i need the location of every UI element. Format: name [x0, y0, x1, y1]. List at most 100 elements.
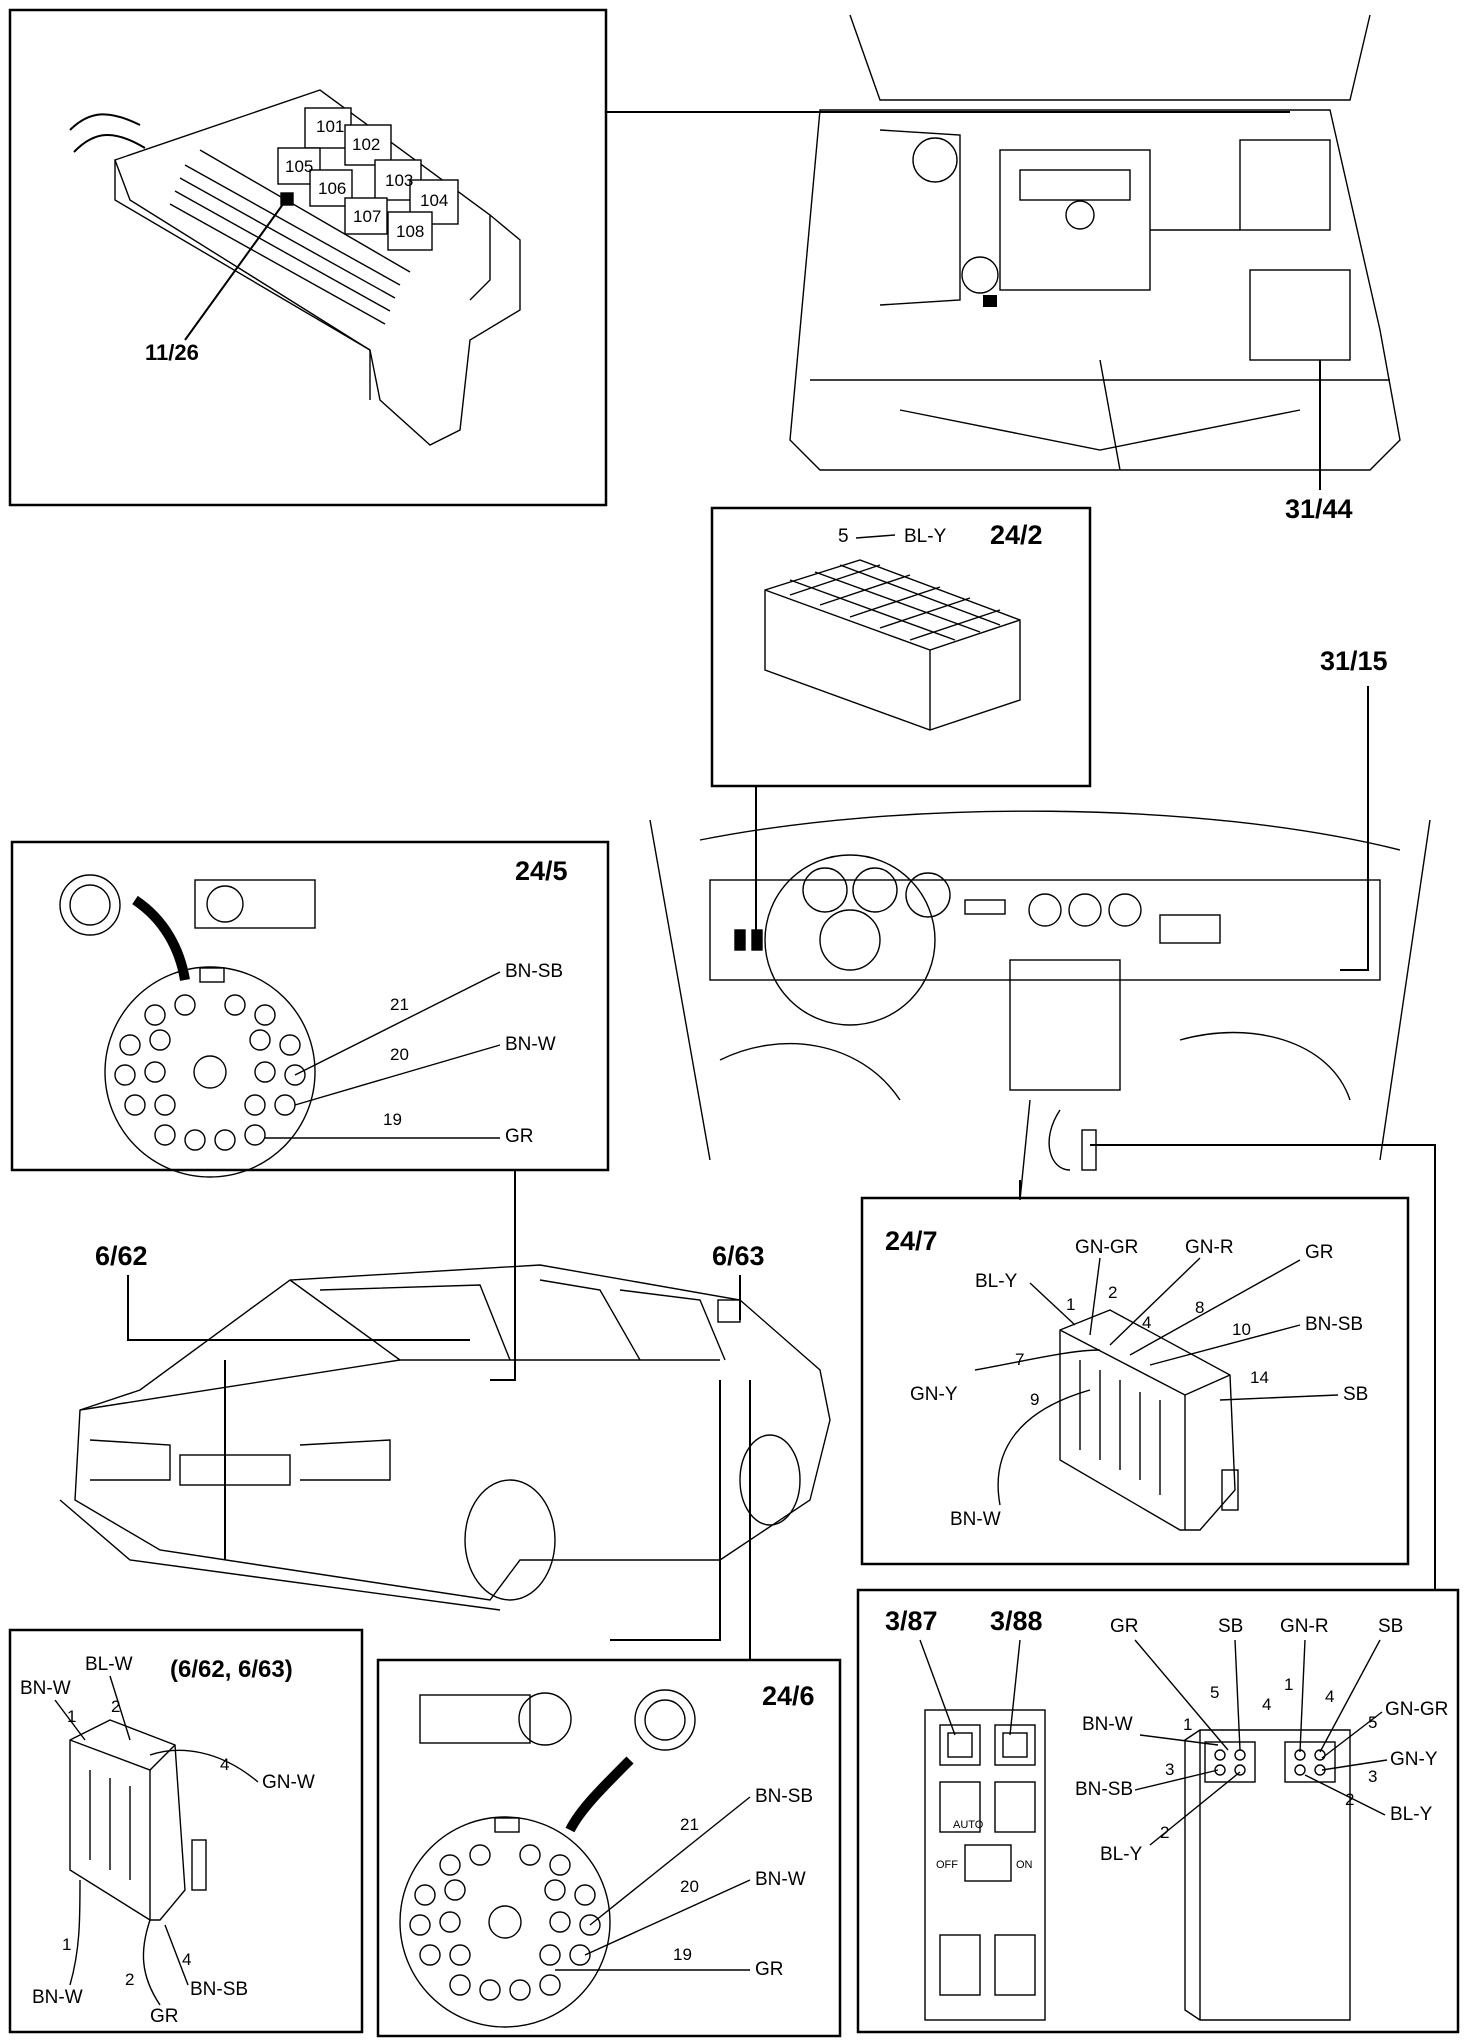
relay-label: 105 — [285, 157, 313, 176]
conn-24-5-ref: 24/5 — [515, 856, 568, 886]
pin-number: 2 — [1345, 1790, 1354, 1809]
pin-number: 2 — [111, 1697, 120, 1716]
wire-color: BN-SB — [755, 1786, 813, 1807]
conn-24-7-ref: 24/7 — [885, 1226, 938, 1256]
pin-number: 5 — [1368, 1713, 1377, 1732]
pin-number: 1 — [1284, 1675, 1293, 1694]
pin-number: 21 — [390, 995, 409, 1014]
conn-24-6-frame — [376, 1658, 842, 2038]
switch-right-ref: 3/88 — [990, 1606, 1043, 1636]
pin-number: 14 — [1250, 1368, 1269, 1387]
conn-24-5-panel: 24/5 BN-SB 21 BN-W 20 GR 19 — [10, 840, 610, 1178]
wire-color: BN-SB — [505, 961, 563, 982]
wire-color: BN-SB — [1075, 1779, 1133, 1800]
pin-holes — [409, 1844, 601, 2001]
pin-number: 5 — [1210, 1683, 1219, 1702]
pin-number: 7 — [1015, 1350, 1024, 1369]
pin-number: 2 — [1108, 1283, 1117, 1302]
auto-label: AUTO — [953, 1819, 984, 1831]
relay-label: 107 — [353, 207, 381, 226]
pin-number: 8 — [1195, 1298, 1204, 1317]
fusebox-ref: 11/26 — [145, 340, 199, 365]
wire-color: GR — [1305, 1242, 1334, 1263]
relay-label: 103 — [385, 171, 413, 190]
mirror-conn-ref: (6/62, 6/63) — [170, 1656, 293, 1683]
wire-color: BN-SB — [1305, 1314, 1363, 1335]
wire-color: BL-Y — [975, 1271, 1018, 1292]
pin-holes — [114, 994, 306, 1151]
wire-color: GN-W — [262, 1772, 315, 1793]
pin-number: 1 — [1183, 1715, 1192, 1734]
wire-color: GN-R — [1185, 1237, 1234, 1258]
relay-label: 101 — [316, 117, 344, 136]
conn-24-2-frame — [710, 506, 1092, 788]
wire-color: BN-SB — [190, 1979, 248, 2000]
pin-number: 3 — [1368, 1767, 1377, 1786]
pin-number: 1 — [62, 1935, 71, 1954]
switch-left-ref: 3/87 — [885, 1606, 938, 1636]
wire-color: GR — [150, 2006, 179, 2027]
relay-label: 104 — [420, 191, 448, 210]
car-body — [59, 1264, 831, 1611]
relay-label: 102 — [352, 135, 380, 154]
pin-number: 20 — [680, 1877, 699, 1896]
car-left-ref: 6/62 — [95, 1241, 148, 1271]
pin-number: 4 — [1262, 1695, 1271, 1714]
pin-number: 1 — [67, 1707, 76, 1726]
pin-number: 20 — [390, 1045, 409, 1064]
wire-color: BN-W — [20, 1678, 71, 1699]
wire-color: BN-W — [505, 1034, 556, 1055]
engine-bay: 31/44 — [789, 14, 1401, 524]
pin-number: 4 — [220, 1755, 229, 1774]
wire-color: GN-GR — [1385, 1699, 1448, 1720]
wire-color: GN-Y — [1390, 1749, 1438, 1770]
pin-number: 5 — [838, 526, 849, 547]
wire-color: BN-W — [950, 1509, 1001, 1530]
off-label: OFF — [936, 1859, 958, 1871]
connector-face — [399, 1816, 611, 2028]
wire-color: GN-GR — [1075, 1237, 1138, 1258]
wire-color: BL-W — [85, 1654, 133, 1675]
dash-ref: 31/15 — [1320, 646, 1388, 676]
pin-number: 9 — [1030, 1390, 1039, 1409]
wire-color: GN-R — [1280, 1616, 1329, 1637]
wire-color: BN-W — [32, 1987, 83, 2008]
pin-number: 3 — [1165, 1760, 1174, 1779]
relays: 101 102 103 104 105 106 107 108 — [277, 107, 459, 251]
conn-24-7-frame — [860, 1196, 1410, 1566]
connector-face — [104, 966, 316, 1178]
fuse-rows — [169, 149, 411, 325]
pin-number: 10 — [1232, 1320, 1251, 1339]
wire-color: GR — [755, 1959, 784, 1980]
mirror-conn-panel: (6/62, 6/63) BN-W 1 BL-W 2 GN-W 4 BN-W 1… — [8, 1628, 364, 2034]
wire-color: GN-Y — [910, 1384, 958, 1405]
pin-number: 4 — [1325, 1687, 1334, 1706]
interior-dashboard — [649, 810, 1431, 1201]
fusebox-frame — [8, 8, 608, 507]
pin-number: 19 — [383, 1110, 402, 1129]
pin-number: 1 — [1066, 1295, 1075, 1314]
wire-color: BL-Y — [1100, 1844, 1143, 1865]
pin-number: 19 — [673, 1945, 692, 1964]
wire-color: BN-W — [755, 1869, 806, 1890]
pin-number: 2 — [125, 1970, 134, 1989]
on-label: ON — [1016, 1859, 1033, 1871]
wire-color: BL-Y — [904, 526, 947, 547]
wire-color: GR — [505, 1126, 534, 1147]
wire-color: SB — [1343, 1384, 1368, 1405]
pin-number: 4 — [1142, 1313, 1151, 1332]
relay-label: 108 — [396, 222, 424, 241]
conn-24-2-ref: 24/2 — [990, 520, 1043, 550]
wire-color: SB — [1218, 1616, 1243, 1637]
switches-panel: 3/87 3/88 AUTO OFF ON GR SB 5 4 BN-W 1 — [856, 1588, 1460, 2034]
switches-frame — [856, 1588, 1460, 2034]
conn-24-7-panel: 24/7 BL-Y 1 GN-GR 2 GN-R 4 GR 8 BN-SB 10… — [860, 1196, 1410, 1566]
conn-24-2-panel: 5 BL-Y 24/2 — [710, 506, 1092, 788]
conn-24-6-ref: 24/6 — [762, 1681, 815, 1711]
conn-24-5-frame — [10, 840, 610, 1172]
fusebox-panel: 101 102 103 104 105 106 107 108 11/26 — [8, 8, 608, 507]
relay-label: 106 — [318, 179, 346, 198]
engine-ref: 31/44 — [1285, 494, 1353, 524]
conn-24-6-panel: 24/6 BN-SB 21 BN-W 20 GR 19 — [376, 1658, 842, 2038]
